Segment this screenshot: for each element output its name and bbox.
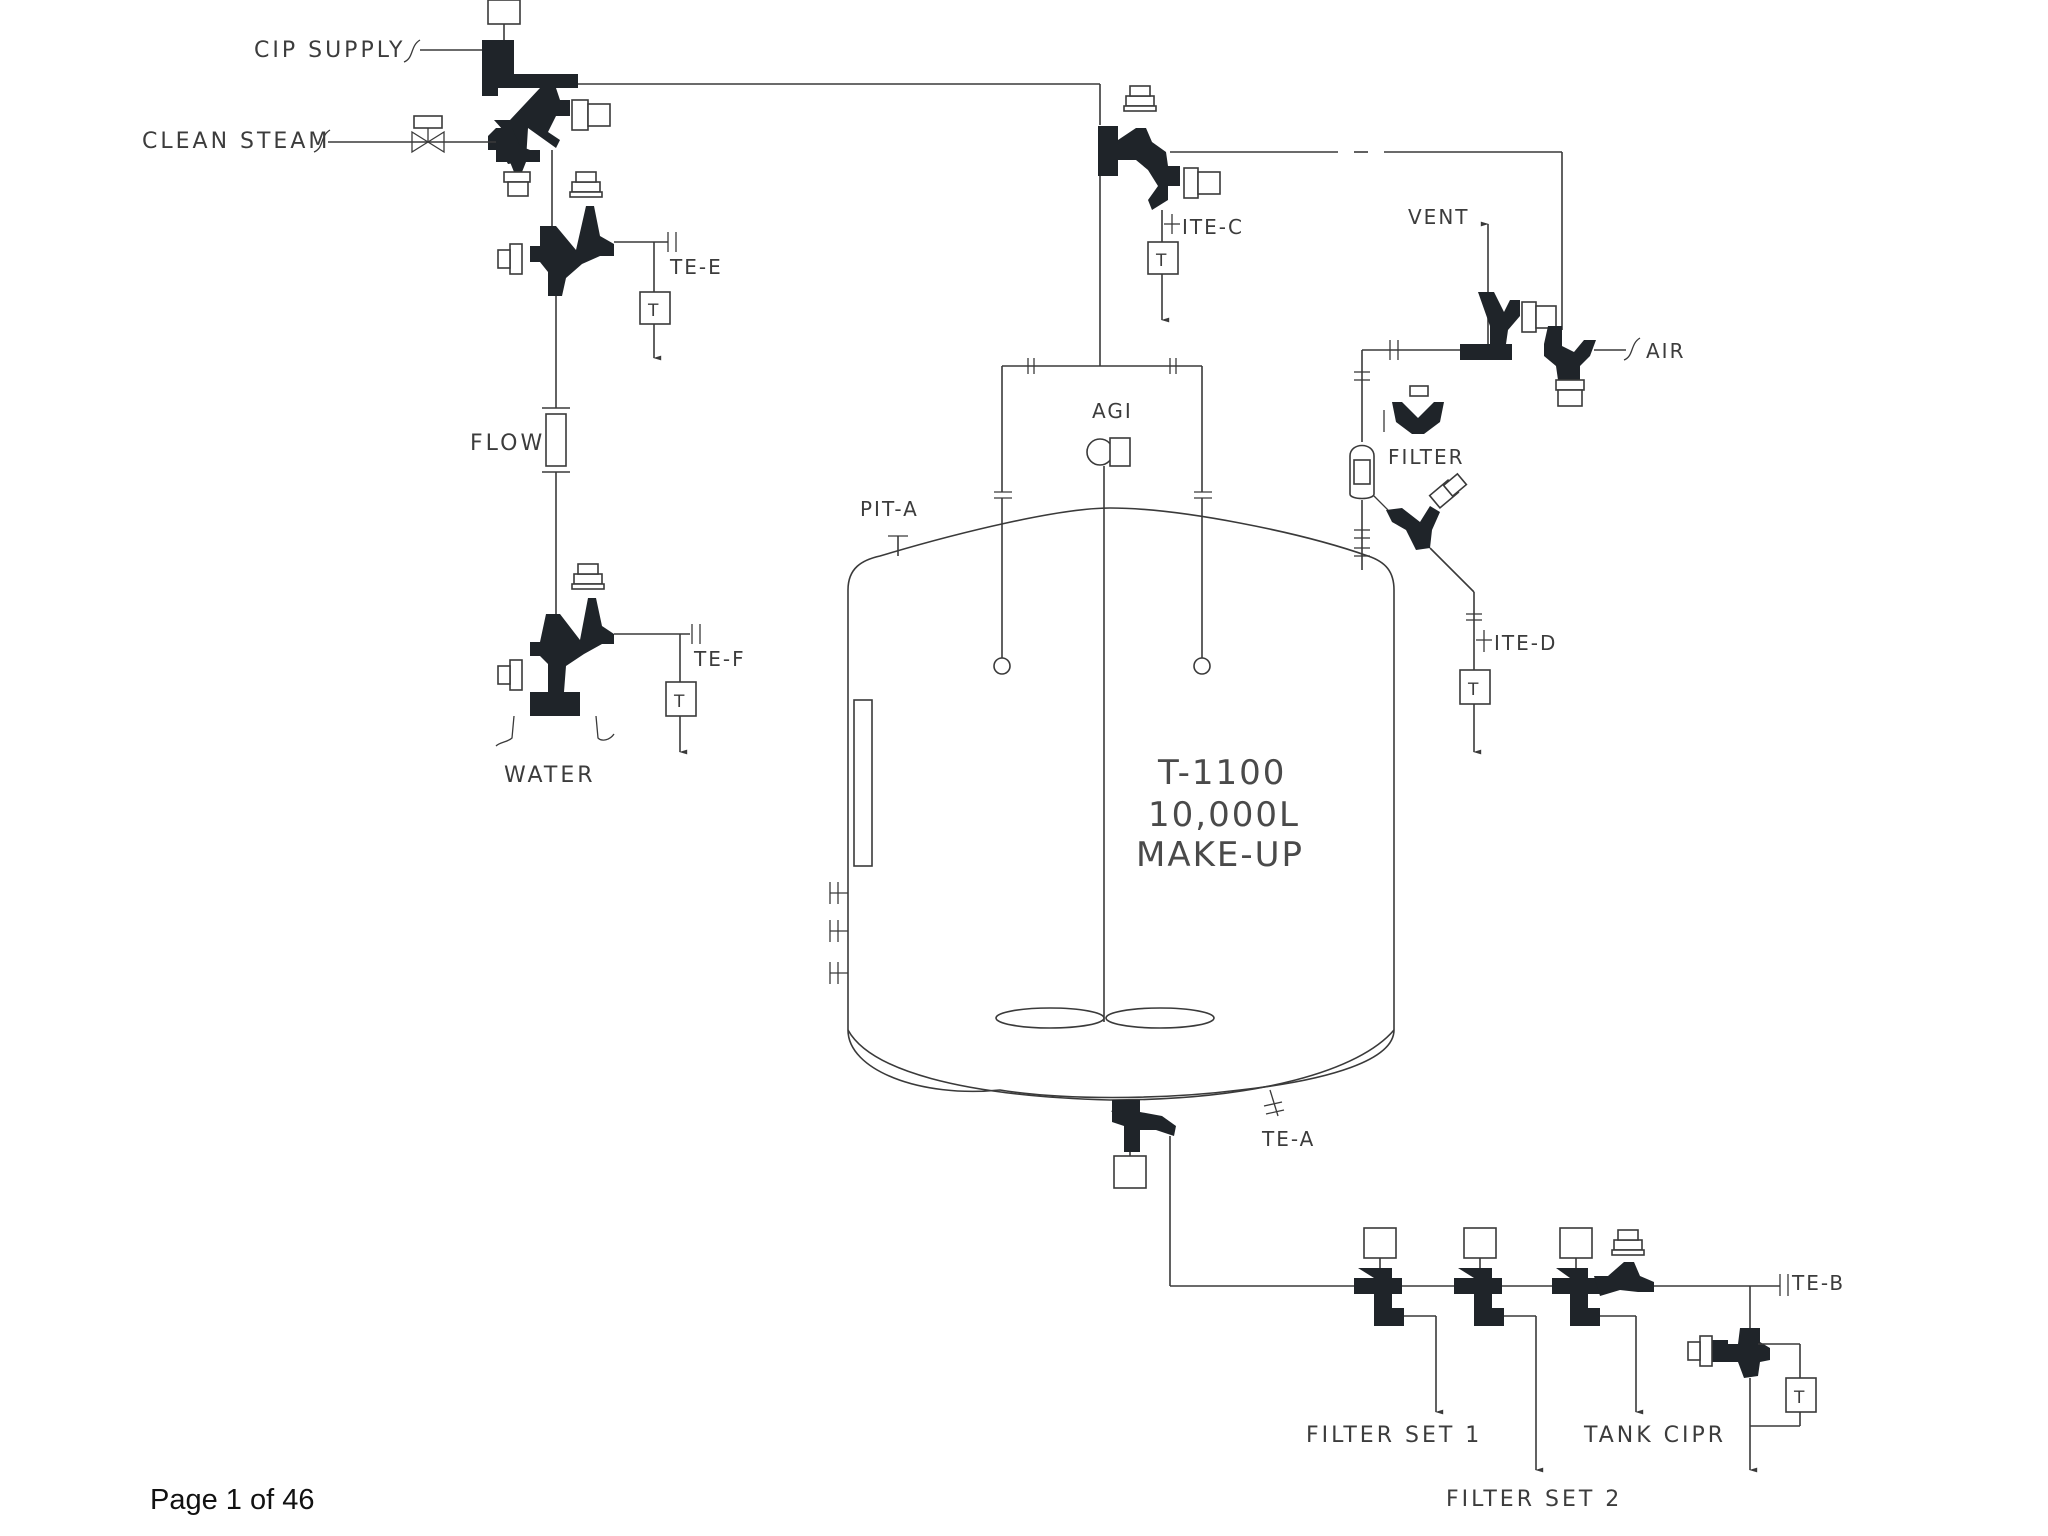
filter-set-1-valve[interactable]	[1354, 1227, 1404, 1326]
tank-bottom-valve[interactable]	[1111, 1100, 1176, 1189]
svg-text:T: T	[647, 301, 659, 321]
te-b-valve[interactable]	[1687, 1328, 1770, 1378]
svg-text:T: T	[1155, 251, 1167, 271]
clean-steam-label: CLEAN STEAM	[142, 129, 330, 154]
te-b-transmitter: T	[1785, 1377, 1817, 1413]
te-f-valve[interactable]	[497, 563, 614, 716]
cip-supply-header	[403, 0, 1101, 125]
flow-label: FLOW	[470, 431, 545, 456]
filter-set-2-label: FILTER SET 2	[1446, 1487, 1622, 1512]
clean-steam-manual-valve[interactable]	[411, 115, 445, 154]
tank-cipr-valve[interactable]	[1552, 1227, 1654, 1326]
vent-valve[interactable]	[1460, 292, 1557, 360]
te-a-label: TE-A	[1261, 1127, 1315, 1151]
te-e-label: TE-E	[669, 255, 723, 279]
filter-drain-valve[interactable]	[1373, 472, 1468, 550]
agi-label: AGI	[1092, 399, 1133, 423]
agitator[interactable]	[995, 437, 1215, 1029]
tank-t-1100	[847, 507, 1395, 1101]
te-f-transmitter: T	[665, 681, 697, 717]
cip-supply-label: CIP SUPPLY	[254, 38, 405, 63]
water-label: WATER	[504, 763, 596, 788]
ite-d-label: ITE-D	[1494, 631, 1557, 655]
ite-c-label: ITE-C	[1182, 215, 1244, 239]
tank-cipr-label: TANK CIPR	[1583, 1423, 1726, 1448]
svg-text:T: T	[673, 692, 685, 712]
te-b-label: TE-B	[1791, 1271, 1845, 1295]
vent-label: VENT	[1408, 205, 1470, 229]
filter-vent-valve[interactable]	[1383, 385, 1444, 434]
air-valve[interactable]	[1544, 326, 1596, 407]
svg-text:T: T	[1793, 1388, 1805, 1408]
filter-set-2-valve[interactable]	[1454, 1227, 1504, 1326]
side-nozzles	[829, 882, 848, 984]
ite-d-transmitter: T	[1459, 669, 1491, 705]
svg-text:T: T	[1467, 680, 1479, 700]
vent-filter	[1349, 444, 1375, 500]
tank-id: T-1100	[1157, 753, 1286, 793]
flow-meter	[542, 407, 570, 473]
ite-c-transmitter: T	[1147, 241, 1179, 275]
te-f-label: TE-F	[693, 647, 746, 671]
te-e-transmitter: T	[639, 291, 671, 325]
sight-glass	[853, 699, 873, 867]
ite-c-valve[interactable]	[1098, 85, 1221, 210]
tank-capacity: 10,000L	[1148, 795, 1300, 835]
clean-steam-valve[interactable]	[488, 128, 540, 197]
te-e-valve[interactable]	[497, 171, 614, 296]
spray-ball-right	[1193, 657, 1211, 675]
filter-label: FILTER	[1388, 445, 1465, 469]
page-number: Page 1 of 46	[150, 1484, 315, 1516]
filter-set-1-label: FILTER SET 1	[1306, 1423, 1482, 1448]
air-label: AIR	[1646, 339, 1685, 363]
spray-ball-left	[993, 657, 1011, 675]
pit-a-label: PIT-A	[860, 497, 919, 521]
tank-service: MAKE-UP	[1136, 835, 1304, 875]
